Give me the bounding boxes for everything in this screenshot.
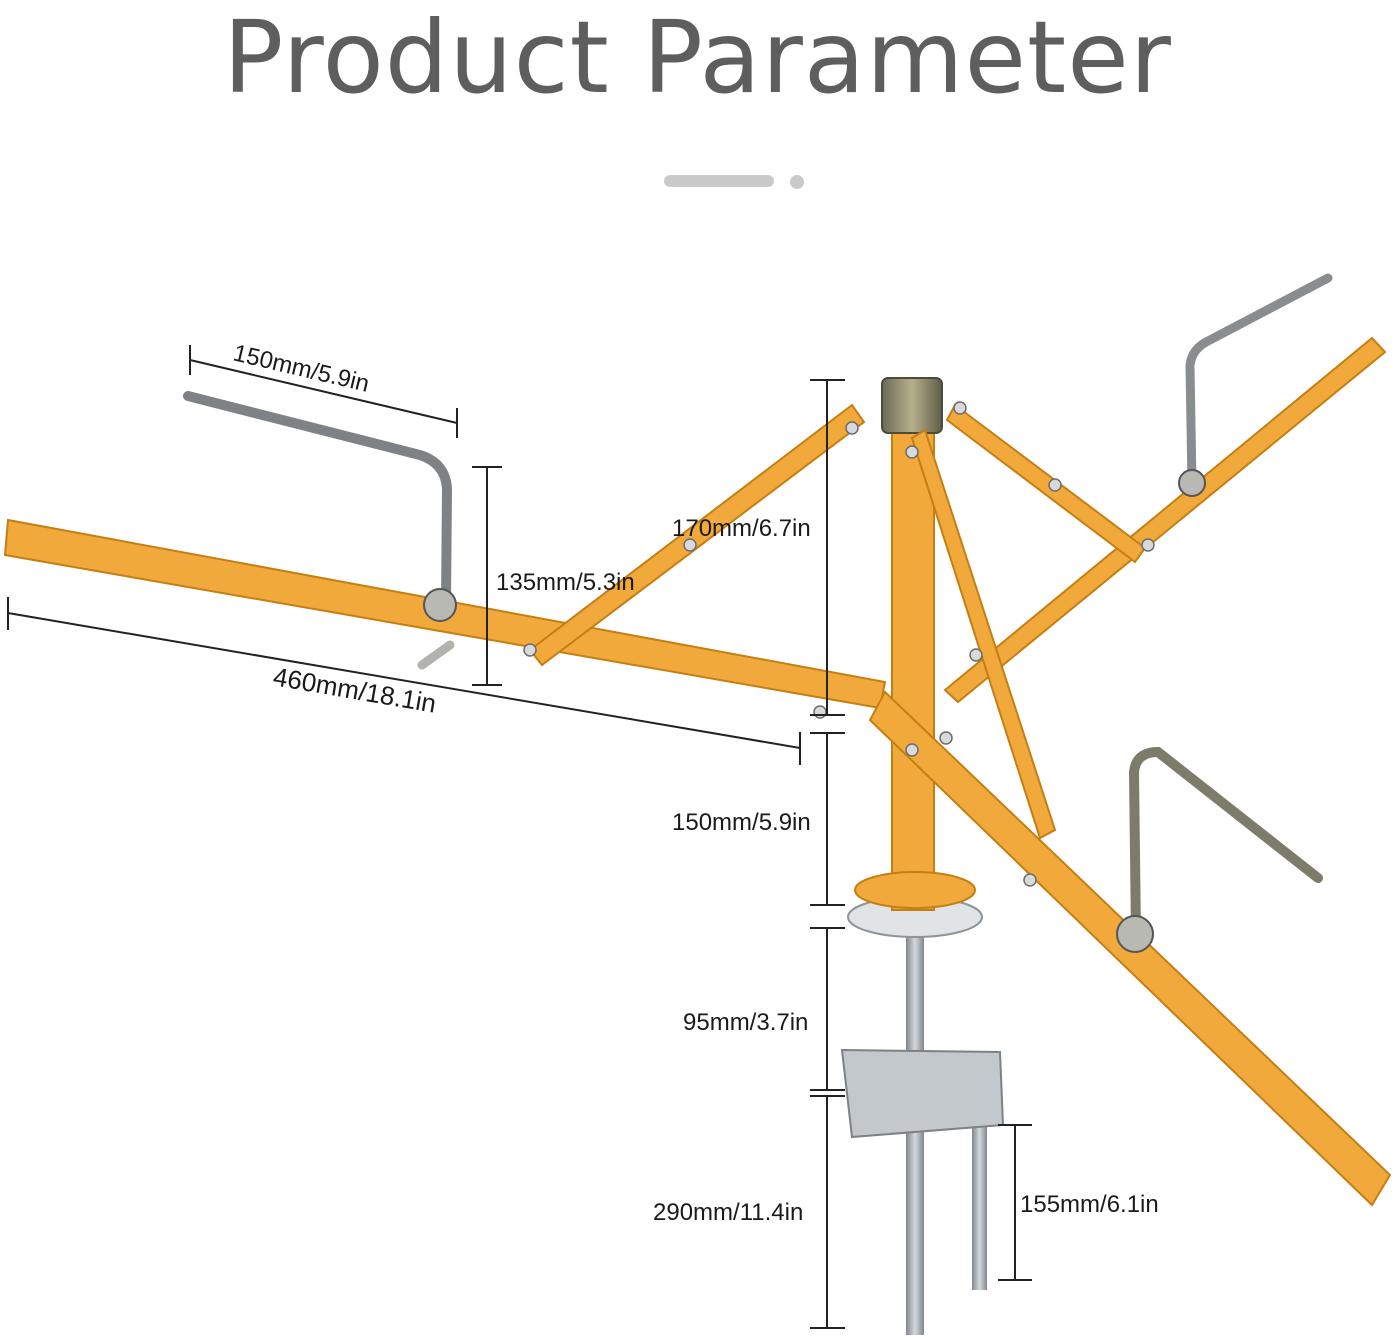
carousel-indicator-active[interactable] [664,175,774,187]
dim-handle-height-label: 135mm/5.3in [496,569,635,596]
handle-nut [1178,469,1206,497]
dim-base-plate-label: 95mm/3.7in [683,1009,808,1036]
dim-lower-post-label: 150mm/5.9in [672,809,811,836]
front-right-handle [1128,746,1323,941]
dim-short-spike-label: 155mm/6.1in [1020,1191,1159,1218]
dim-handle-length-label: 150mm/5.9in [231,340,372,398]
handle-nut [1116,915,1154,953]
right-back-handle [1185,273,1333,490]
dim-main-spike-label: 290mm/11.4in [653,1199,803,1226]
ground-spike-assembly [840,896,1005,1335]
dim-arm-length-label: 460mm/18.1in [271,661,438,718]
short-spike [972,1115,987,1290]
handle-nut [423,588,457,622]
left-arm [3,391,887,710]
right-back-arm [943,273,1387,704]
carousel-indicator [0,173,1395,189]
carousel-indicator-dot[interactable] [790,175,804,189]
front-right-arm [868,690,1392,1207]
post-cap [881,377,943,434]
dim-handle-length-line [189,359,458,424]
dim-arm-length-line [7,612,801,749]
page-title: Product Parameter [223,0,1172,116]
base-flange [854,871,976,909]
center-post [854,377,1057,911]
dimension-lines [7,345,1032,1329]
ground-plate [840,1048,1005,1139]
dim-upper-post-label: 170mm/6.7in [672,515,811,542]
main-spike [906,935,924,1335]
left-handle [183,391,453,607]
